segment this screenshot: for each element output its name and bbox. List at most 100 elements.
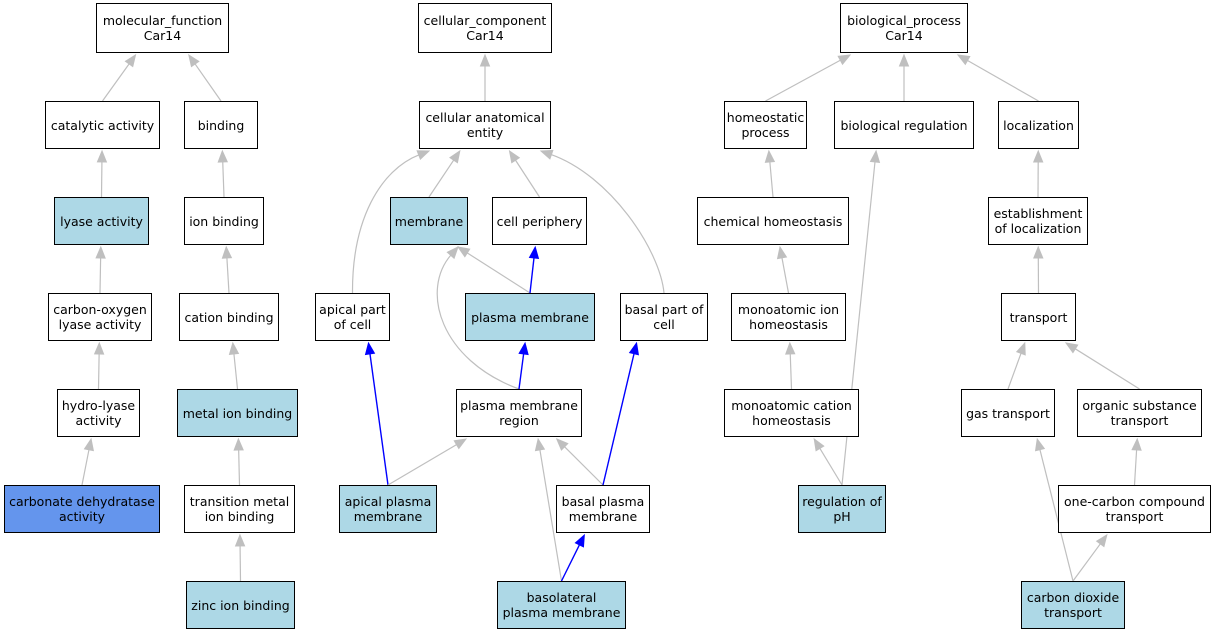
arrowhead-basal_pm-to-basal_part — [628, 341, 640, 356]
node-lyase-activity[interactable]: lyase activity — [54, 197, 149, 245]
node-chemical-homeostasis[interactable]: chemical homeostasis — [697, 197, 849, 245]
arrowhead-gas_transport-to-transport — [1015, 341, 1026, 356]
arrowhead-ion_binding-to-binding — [217, 149, 229, 163]
edge-pm_region-to-membrane — [436, 254, 520, 390]
arrowhead-binding-to-mf_root — [188, 53, 200, 68]
arrowhead-localization-to-bp_root — [956, 54, 971, 66]
arrowhead-cation_binding-to-ion_binding — [221, 245, 233, 259]
edge-localization-to-bp_root — [966, 59, 1039, 102]
node-localization[interactable]: localization — [998, 101, 1079, 149]
edge-organic_transport-to-transport — [1074, 347, 1140, 390]
edge-mono_cation_homeo-to-mono_ion_homeo — [789, 352, 793, 390]
edge-apical_part-to-cae — [351, 154, 420, 294]
arrowhead-basal_pm-to-pm_region — [555, 438, 569, 451]
node-gas-transport[interactable]: gas transport — [961, 389, 1055, 437]
node-transport[interactable]: transport — [1001, 293, 1076, 341]
node-plasma-membrane[interactable]: plasma membrane — [465, 293, 595, 341]
arrowhead-apical_pm-to-pm_region — [453, 438, 468, 450]
arrowhead-membrane-to-cae — [449, 149, 461, 164]
arrowhead-pm_region-to-plasma_membrane — [518, 341, 529, 356]
arrowhead-mono_ion_homeo-to-chem_homeo — [776, 245, 788, 260]
node-ion-binding[interactable]: ion binding — [184, 197, 264, 245]
edge-carbonate-to-hydro_lyase — [81, 448, 90, 486]
arrowhead-mono_cation_homeo-to-mono_ion_homeo — [785, 341, 796, 355]
arrowhead-zinc-to-transition_metal — [234, 533, 246, 547]
arrowhead-hydro_lyase-to-co_lyase — [93, 341, 105, 355]
arrowhead-cae-to-cc_root — [479, 53, 491, 67]
edge-plasma_membrane-to-membrane — [466, 251, 531, 294]
arrowhead-basolateral_pm-to-basal_pm — [574, 533, 585, 548]
edge-hydro_lyase-to-co_lyase — [97, 352, 100, 390]
edge-apical_pm-to-pm_region — [387, 443, 458, 486]
arrowhead-transition_metal-to-metal_ion — [233, 437, 244, 451]
edge-transition_metal-to-metal_ion — [238, 448, 241, 486]
edge-basal_pm-to-pm_region — [563, 445, 604, 486]
arrowhead-plasma_membrane-to-membrane — [456, 246, 471, 258]
edge-one_carbon-to-organic_transport — [1133, 448, 1138, 486]
edge-co_lyase-to-lyase — [99, 256, 102, 294]
node-binding[interactable]: binding — [184, 101, 258, 149]
edge-chem_homeo-to-homeostatic — [769, 160, 774, 198]
node-catalytic-activity[interactable]: catalytic activity — [45, 101, 160, 149]
edge-mono_ion_homeo-to-chem_homeo — [781, 256, 790, 294]
arrowhead-lyase-to-catalytic — [96, 149, 108, 163]
arrowhead-est_loc-to-localization — [1032, 149, 1044, 163]
arrowhead-basolateral_pm-to-pm_region — [534, 437, 546, 452]
arrowhead-one_carbon-to-organic_transport — [1131, 437, 1142, 451]
edge-membrane-to-cae — [428, 158, 455, 198]
edge-binding-to-mf_root — [194, 62, 222, 102]
node-cation-binding[interactable]: cation binding — [179, 293, 279, 341]
edge-homeostatic-to-bp_root — [765, 59, 842, 102]
edge-co2_transport-to-one_carbon — [1072, 542, 1102, 582]
arrowhead-co_lyase-to-lyase — [95, 245, 106, 259]
edge-catalytic-to-mf_root — [102, 62, 131, 102]
arrowhead-pm_region-to-membrane — [446, 246, 459, 260]
node-zinc-ion-binding[interactable]: zinc ion binding — [186, 581, 295, 629]
arrowhead-apical_part-to-cae — [416, 150, 431, 161]
arrowhead-reg_ph-to-bio_reg — [869, 149, 881, 163]
node-metal-ion-binding[interactable]: metal ion binding — [177, 389, 298, 437]
arrowhead-co2_transport-to-gas_transport — [1034, 437, 1046, 452]
arrowhead-basal_part-to-cae — [539, 149, 554, 160]
edge-basolateral_pm-to-basal_pm — [560, 543, 581, 582]
edge-gas_transport-to-transport — [1007, 352, 1022, 390]
node-biological-regulation[interactable]: biological regulation — [834, 101, 974, 149]
node-cell-periphery[interactable]: cell periphery — [492, 197, 587, 245]
arrowhead-carbonate-to-hydro_lyase — [83, 437, 94, 452]
edge-co2_transport-to-gas_transport — [1039, 448, 1074, 582]
edge-metal_ion-to-cation_binding — [233, 352, 239, 390]
edge-reg_ph-to-mono_cation_homeo — [818, 447, 843, 486]
edge-basal_part-to-cae — [550, 153, 665, 294]
arrowhead-homeostatic-to-bp_root — [837, 54, 852, 66]
edge-ion_binding-to-binding — [222, 160, 225, 198]
arrowhead-cell_periphery-to-cae — [508, 149, 521, 164]
arrowhead-apical_pm-to-apical_part — [364, 341, 376, 356]
edge-cell_periphery-to-cae — [514, 159, 541, 198]
node-membrane[interactable]: membrane — [390, 197, 468, 245]
arrowhead-catalytic-to-mf_root — [124, 53, 137, 68]
